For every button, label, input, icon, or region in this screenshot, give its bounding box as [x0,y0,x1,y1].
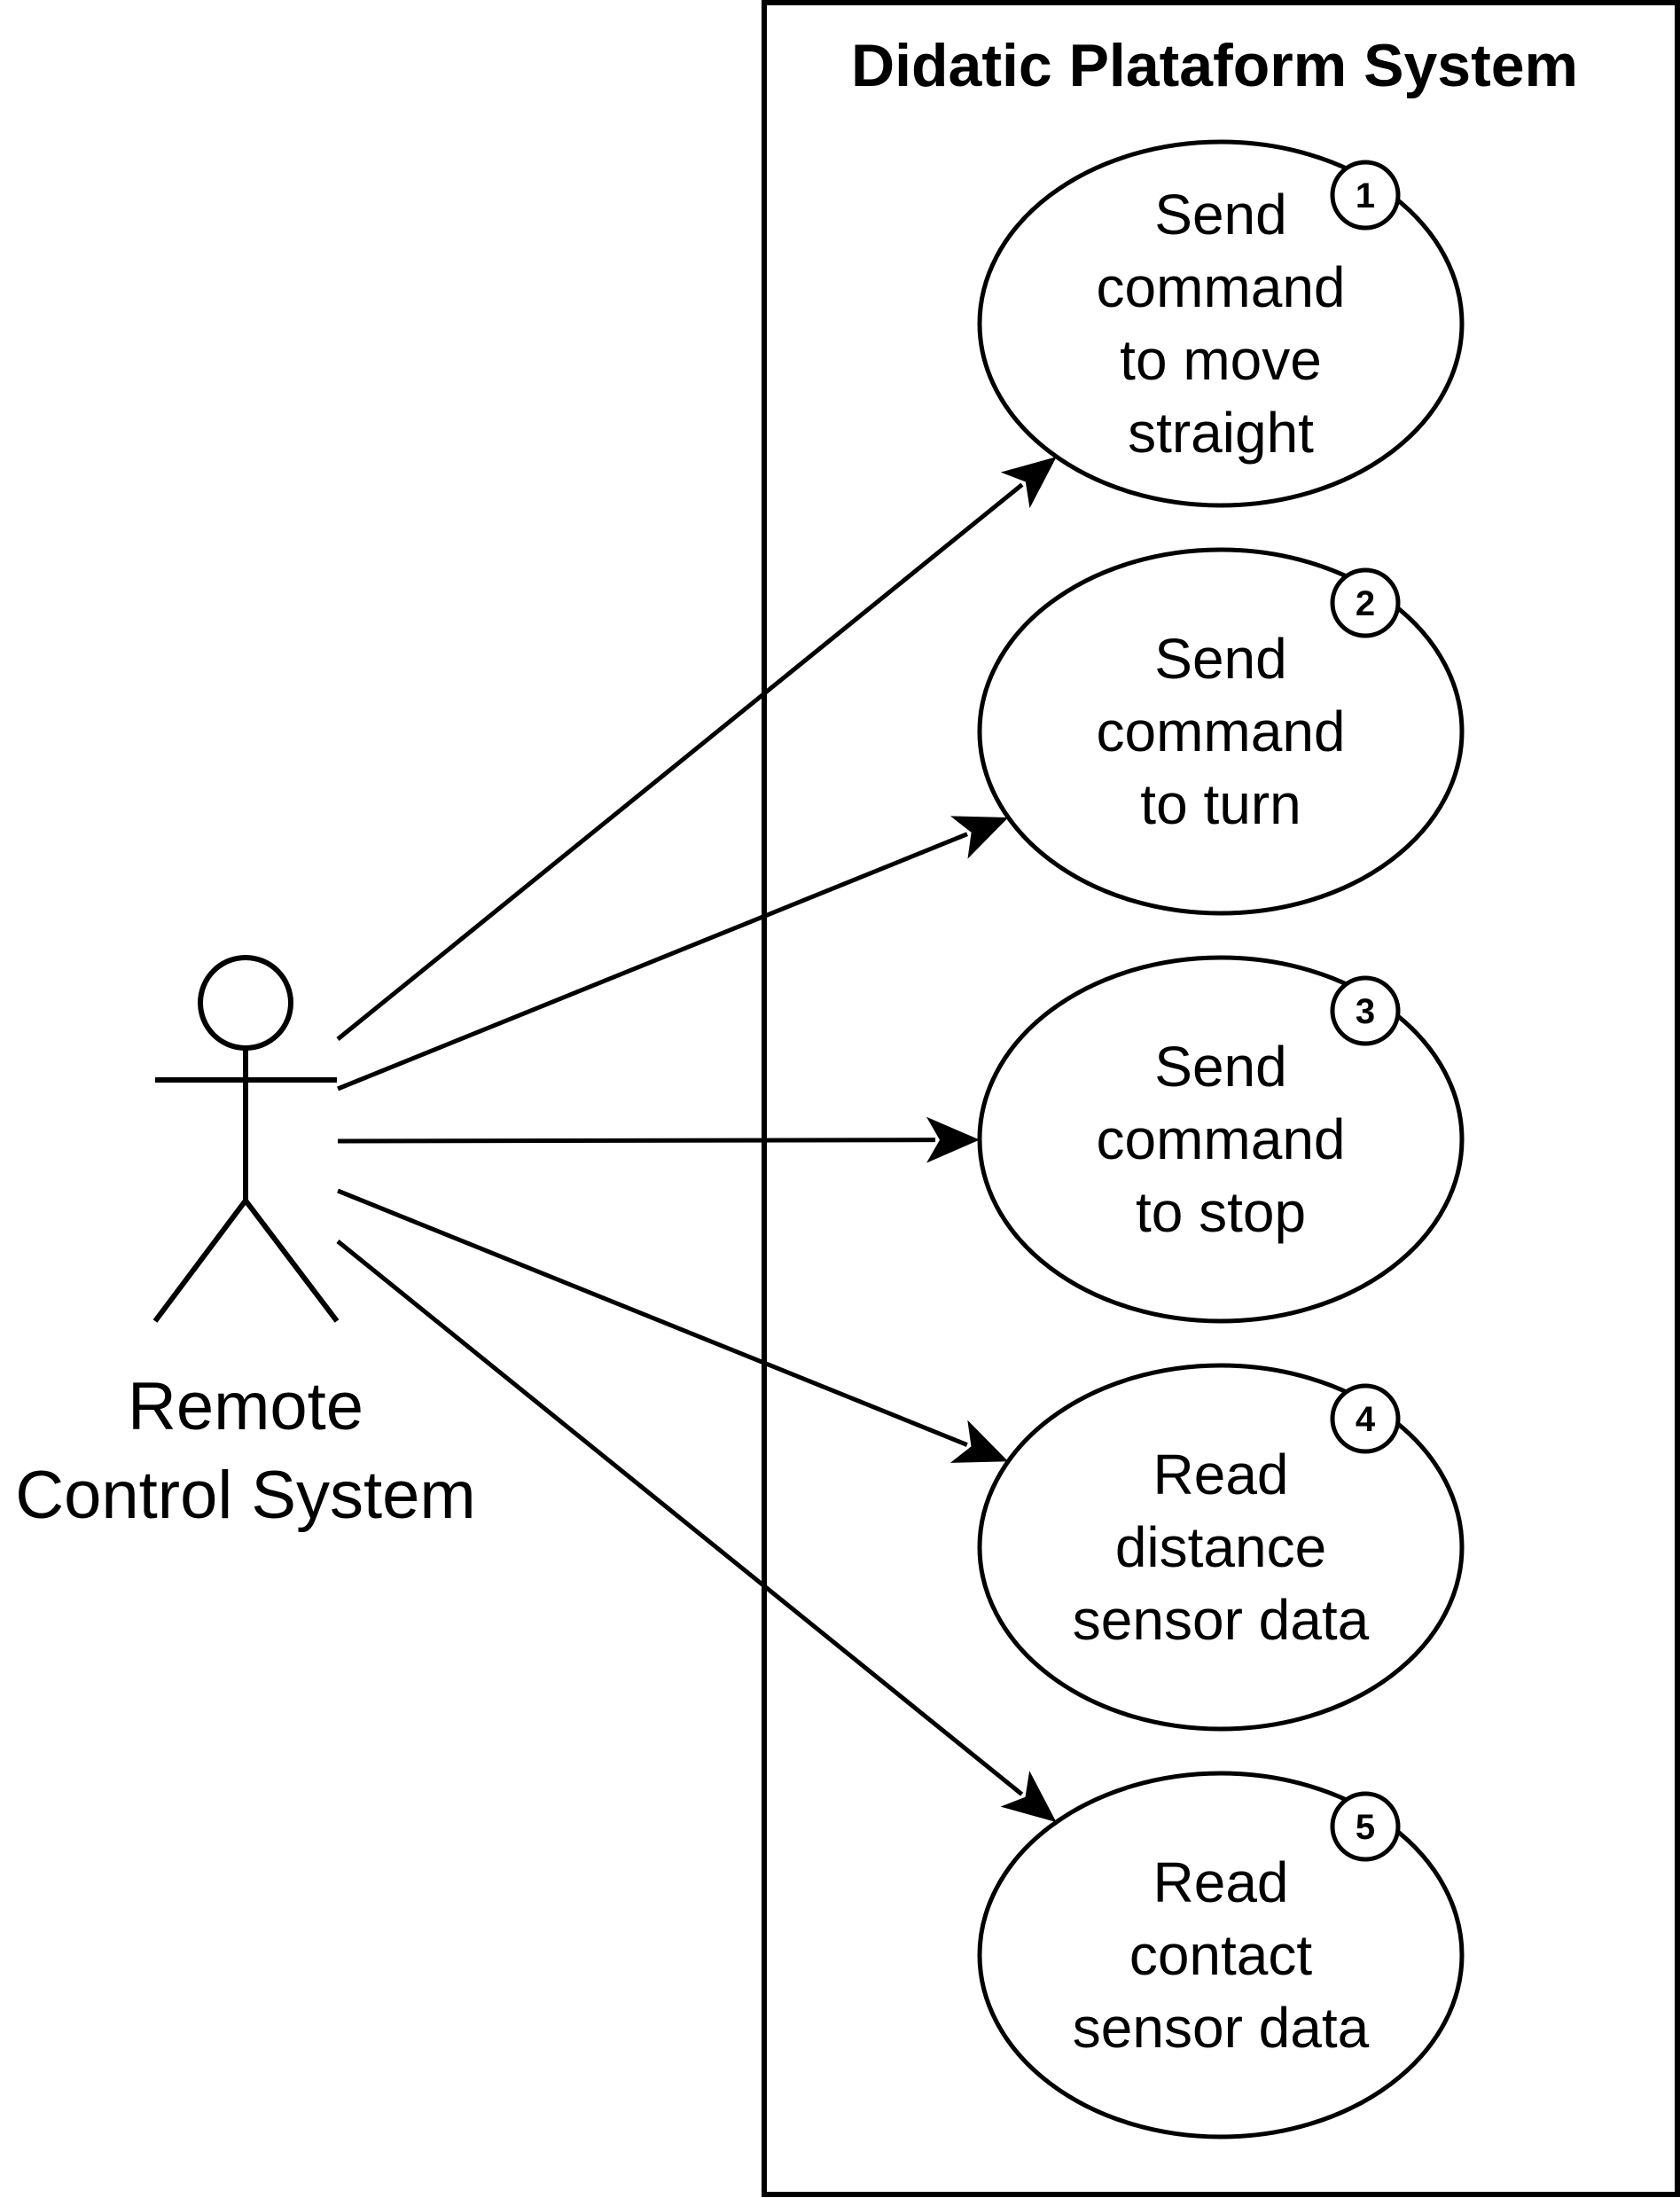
association-line-3 [337,1138,936,1144]
use-case-label-line: to stop [1136,1180,1306,1244]
arrowhead-4 [949,1420,1009,1463]
use-case-4: Read distance sensor data 4 [977,1363,1465,1732]
use-case-number: 4 [1356,1400,1376,1439]
use-case-number-badge [1330,1791,1401,1862]
use-case-ellipse [977,139,1465,508]
use-case-label-line: Read [1153,1443,1289,1506]
use-case-label-line: command [1097,700,1346,763]
use-case-label-line: straight [1128,401,1314,465]
use-case-label-line: Send [1154,1035,1286,1099]
system-boundary [762,0,1680,2197]
arrowhead-3 [926,1116,981,1163]
associations [336,457,1057,1823]
use-case-label-line: Send [1154,183,1286,246]
arrowhead-5 [1000,1771,1057,1823]
use-case-label-line: command [1097,1107,1346,1171]
use-case-2: Send command to turn 2 [977,547,1465,916]
use-case-number-badge [1330,160,1401,231]
use-case-number: 1 [1356,176,1375,215]
use-case-ellipse [977,955,1465,1324]
use-case-ellipse [977,1363,1465,1732]
use-case-label-line: to move [1120,328,1322,392]
use-case-5: Read contact sensor data 5 [977,1771,1465,2139]
actor-remote-control-system: Remote Control System [15,955,476,1533]
use-case-number: 3 [1356,992,1375,1031]
use-case-label-line: distance [1115,1515,1326,1579]
arrowhead-1 [1000,457,1057,509]
use-case-label-line: contact [1129,1923,1313,1987]
actor-left-leg [152,1199,248,1323]
arrowhead-2 [949,816,1009,859]
use-case-3: Send command to stop 3 [977,955,1465,1324]
use-case-1: Send command to move straight 1 [977,139,1465,508]
actor-label-line-1: Remote [128,1369,363,1444]
use-case-number: 2 [1356,584,1375,623]
association-line-2 [337,832,968,1091]
use-case-number: 5 [1356,1808,1375,1847]
use-case-label-line: Read [1153,1850,1289,1914]
use-case-number-badge [1330,1383,1401,1454]
use-case-label-line: sensor data [1073,1588,1370,1652]
association-line-1 [336,482,1024,1041]
association-line-4 [337,1188,968,1447]
actor-head [198,955,293,1051]
use-case-ellipse [977,1771,1465,2139]
actor-label-line-2: Control System [15,1458,476,1533]
use-case-number-badge [1330,567,1401,638]
use-case-label-line: sensor data [1073,1996,1370,2060]
system-title: Didatic Plataform System [851,32,1578,99]
use-case-label-line: Send [1154,627,1286,691]
use-case-number-badge [1330,975,1401,1046]
actor-right-leg [243,1199,340,1323]
use-case-label-line: to turn [1140,772,1301,836]
use-case-ellipse [977,547,1465,916]
use-case-label-line: command [1097,255,1346,319]
association-line-5 [336,1240,1024,1796]
